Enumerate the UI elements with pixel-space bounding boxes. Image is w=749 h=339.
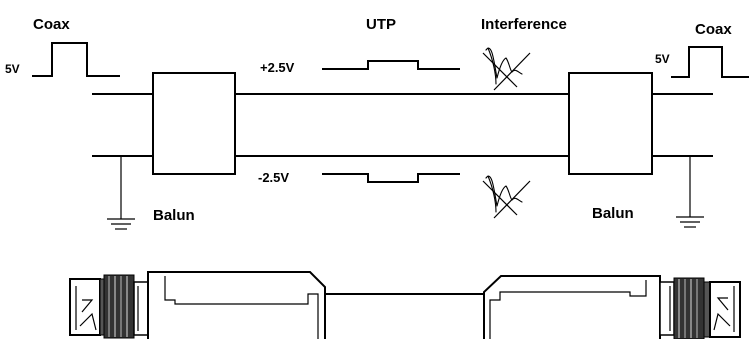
interference-top-icon — [482, 47, 531, 91]
interference-bottom-icon — [482, 175, 531, 219]
signal-negative — [322, 173, 460, 183]
balun-right-label: Balun — [592, 205, 634, 222]
balun-body-right — [483, 275, 661, 339]
coax-left-label: Coax — [33, 16, 70, 33]
balun-right-box — [568, 72, 653, 175]
signal-positive — [322, 60, 460, 70]
bnc-connector-right-icon — [659, 277, 741, 339]
ground-left-icon — [107, 156, 135, 230]
volt-left-label: 5V — [5, 62, 20, 76]
balun-left-label: Balun — [153, 207, 195, 224]
ground-right-icon — [676, 156, 704, 228]
utp-label: UTP — [366, 16, 396, 33]
coax-right-label: Coax — [695, 21, 732, 38]
volt-right-label: 5V — [655, 52, 670, 66]
pulse-right — [671, 46, 749, 78]
minus-voltage-label: -2.5V — [258, 170, 289, 185]
pulse-left — [32, 42, 120, 77]
balun-body-left — [147, 271, 326, 339]
balun-left-box — [152, 72, 236, 175]
interference-label: Interference — [481, 16, 567, 33]
bnc-connector-left-icon — [69, 274, 149, 339]
plus-voltage-label: +2.5V — [260, 60, 295, 75]
